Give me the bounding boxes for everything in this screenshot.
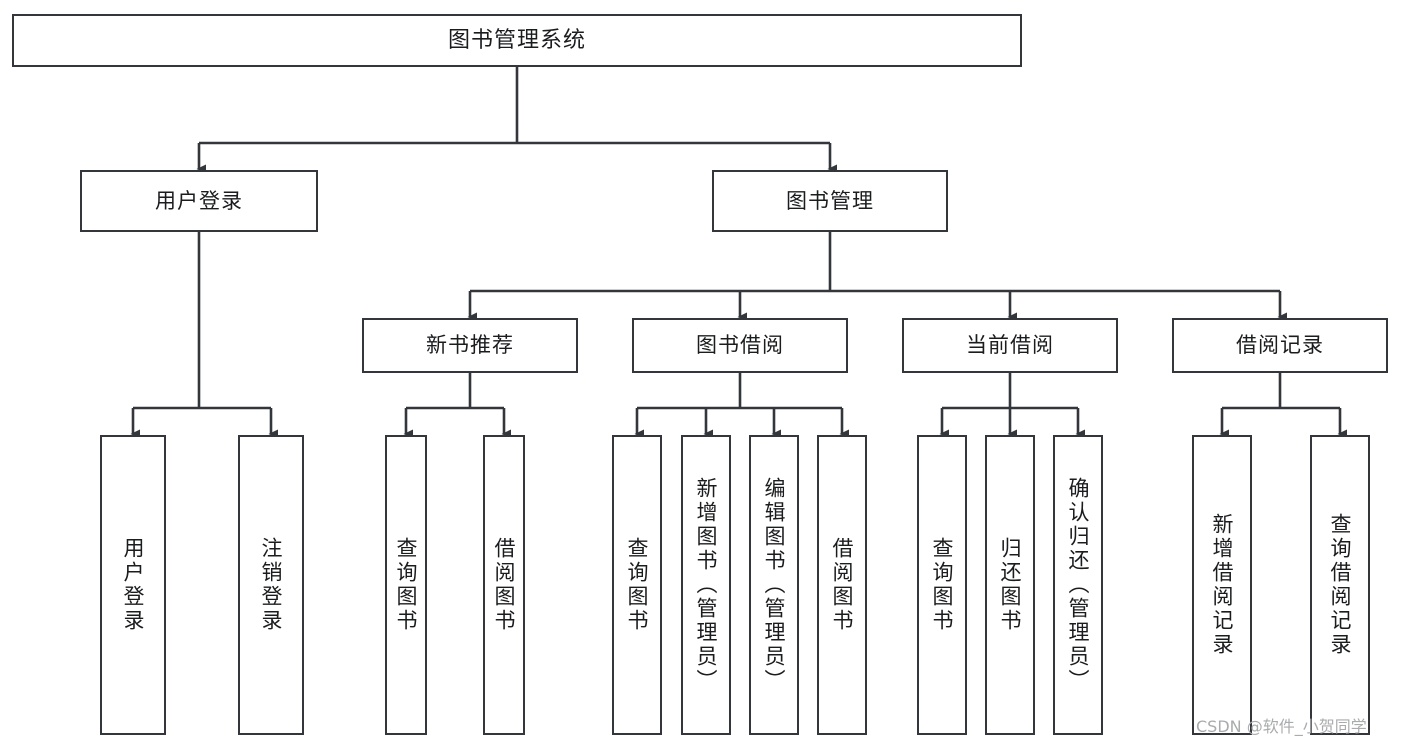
node-label: 归还图书 <box>998 537 1023 633</box>
node-label: 用户登录 <box>155 188 243 213</box>
node-label: 当前借阅 <box>966 333 1054 358</box>
node-label: 查询图书 <box>394 537 419 633</box>
node-leaf-query-book-3[interactable]: 查询图书 <box>917 435 967 735</box>
node-user-login[interactable]: 用户登录 <box>80 170 318 232</box>
watermark-text: CSDN @软件_小贺同学 <box>1196 717 1367 736</box>
node-leaf-confirm-return[interactable]: 确认归还（管理员） <box>1053 435 1103 735</box>
node-label: 图书管理系统 <box>447 27 586 53</box>
node-root[interactable]: 图书管理系统 <box>12 14 1022 67</box>
node-leaf-query-record[interactable]: 查询借阅记录 <box>1310 435 1370 735</box>
node-leaf-borrow-book-2[interactable]: 借阅图书 <box>817 435 867 735</box>
node-leaf-edit-book[interactable]: 编辑图书（管理员） <box>749 435 799 735</box>
node-leaf-add-record[interactable]: 新增借阅记录 <box>1192 435 1252 735</box>
node-leaf-user-login[interactable]: 用户登录 <box>100 435 166 735</box>
node-label: 图书管理 <box>786 188 874 213</box>
node-leaf-add-book[interactable]: 新增图书（管理员） <box>681 435 731 735</box>
node-label: 图书借阅 <box>696 333 784 358</box>
node-label: 查询借阅记录 <box>1328 513 1353 657</box>
node-label: 借阅图书 <box>492 537 517 633</box>
node-borrow-record[interactable]: 借阅记录 <box>1172 318 1388 373</box>
node-label: 查询图书 <box>625 537 650 633</box>
node-label: 确认归还（管理员） <box>1066 477 1091 693</box>
node-leaf-borrow-book-1[interactable]: 借阅图书 <box>483 435 525 735</box>
node-label: 用户登录 <box>121 537 146 633</box>
node-leaf-query-book-1[interactable]: 查询图书 <box>385 435 427 735</box>
node-label: 新增图书（管理员） <box>694 477 719 693</box>
node-label: 查询图书 <box>930 537 955 633</box>
node-label: 新增借阅记录 <box>1210 513 1235 657</box>
node-label: 新书推荐 <box>426 333 514 358</box>
node-leaf-return-book[interactable]: 归还图书 <box>985 435 1035 735</box>
node-book-borrow[interactable]: 图书借阅 <box>632 318 848 373</box>
node-book-manage[interactable]: 图书管理 <box>712 170 948 232</box>
node-label: 借阅图书 <box>830 537 855 633</box>
node-new-book-recommend[interactable]: 新书推荐 <box>362 318 578 373</box>
node-current-borrow[interactable]: 当前借阅 <box>902 318 1118 373</box>
node-leaf-logout[interactable]: 注销登录 <box>238 435 304 735</box>
node-label: 注销登录 <box>259 537 284 633</box>
node-leaf-query-book-2[interactable]: 查询图书 <box>612 435 662 735</box>
node-label: 编辑图书（管理员） <box>762 477 787 693</box>
node-label: 借阅记录 <box>1236 333 1324 358</box>
